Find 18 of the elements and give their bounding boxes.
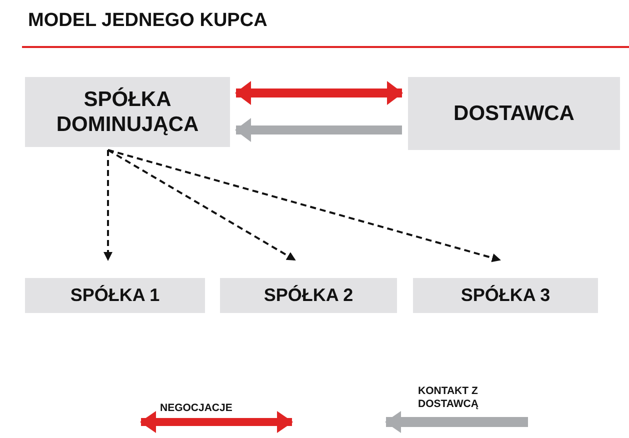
arrow bbox=[104, 150, 112, 261]
legend-label: NEGOCJACJE bbox=[160, 402, 234, 416]
arrow bbox=[108, 149, 296, 261]
process-box bbox=[25, 77, 230, 147]
box-label: SPÓŁKA 2 bbox=[264, 284, 354, 306]
box-label: SPÓŁKA DOMINUJĄCA bbox=[55, 86, 200, 138]
process-box bbox=[413, 278, 598, 313]
box-label: SPÓŁKA 3 bbox=[460, 284, 550, 306]
process-box bbox=[408, 77, 620, 150]
process-box bbox=[25, 278, 205, 313]
process-box bbox=[220, 278, 397, 313]
box-label: SPÓŁKA 1 bbox=[70, 284, 160, 306]
title: MODEL JEDNEGO KUPCA bbox=[28, 10, 268, 32]
arrow bbox=[108, 149, 501, 262]
legend-label: KONTAKT Z DOSTAWCĄ bbox=[418, 385, 480, 412]
box-label: DOSTAWCA bbox=[454, 100, 574, 126]
arrow bbox=[235, 118, 402, 142]
arrow bbox=[235, 81, 403, 105]
